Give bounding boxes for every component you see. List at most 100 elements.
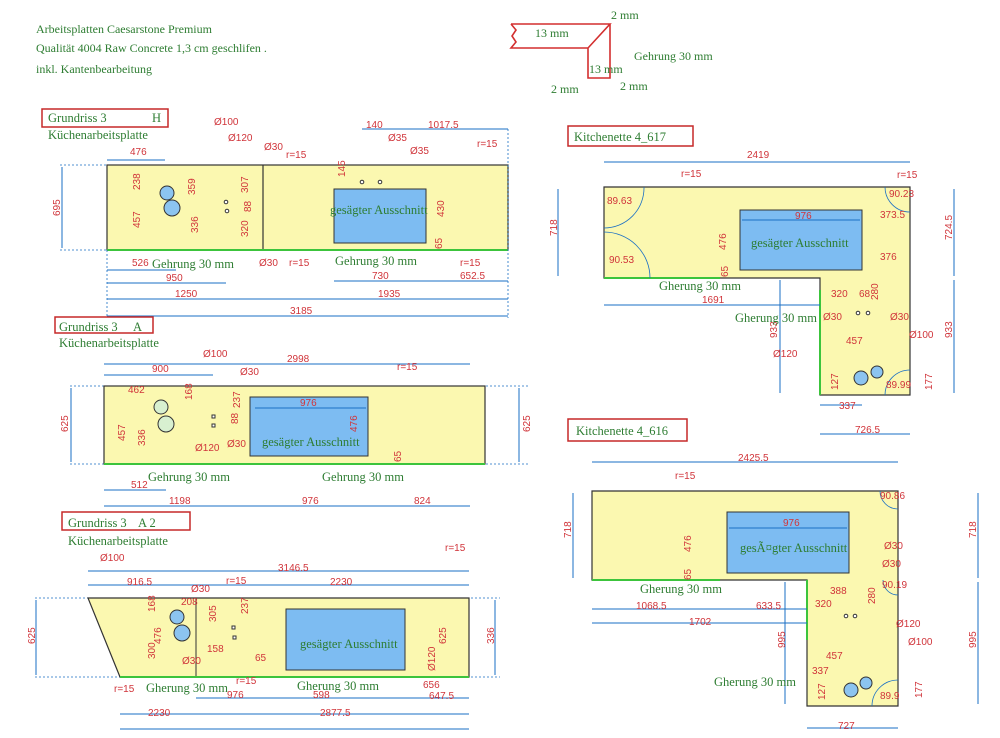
dimension-label: Ø120 xyxy=(195,443,220,454)
dimension-label: 430 xyxy=(436,200,447,217)
text-label: 2 mm xyxy=(611,8,639,22)
dimension-label: 1068.5 xyxy=(636,601,667,612)
dimension-label: 625 xyxy=(27,627,38,644)
panel-title: Grundriss 3 xyxy=(48,111,107,125)
dimension-label: 90.23 xyxy=(889,189,914,200)
dimension-label: 598 xyxy=(313,690,330,701)
dimension-label: 359 xyxy=(187,178,198,195)
dimension-label: 647.5 xyxy=(429,691,454,702)
dimension-label: Ø30 xyxy=(882,559,901,570)
dimension-label: Ø120 xyxy=(228,133,253,144)
dimension-label: 89.9 xyxy=(880,691,900,702)
dimension-label: Ø35 xyxy=(410,146,429,157)
dimension-label: 633.5 xyxy=(756,601,781,612)
dimension-label: 168 xyxy=(147,595,158,612)
dimension-label: 2877.5 xyxy=(320,708,351,719)
dimension-label: Ø30 xyxy=(227,439,246,450)
text-label: Gherung 30 mm xyxy=(146,681,228,695)
dimension-label: 995 xyxy=(777,631,788,648)
text-label: gesägter Ausschnitt xyxy=(262,435,360,449)
text-label: gesägter Ausschnitt xyxy=(330,203,428,217)
dimension-label: 89.63 xyxy=(607,196,632,207)
dimension-label: r=15 xyxy=(397,362,418,373)
dimension-label: 727 xyxy=(838,721,855,732)
dimension-label: r=15 xyxy=(675,471,696,482)
text-label: 13 mm xyxy=(535,26,569,40)
panel-kitchenette-616 xyxy=(567,418,979,729)
dimension-label: 388 xyxy=(830,586,847,597)
dimension-label: 1250 xyxy=(175,289,198,300)
dimension-label: 656 xyxy=(423,680,440,691)
text-label: Qualität 4004 Raw Concrete 1,3 cm geschl… xyxy=(36,41,267,55)
dimension-label: 300 xyxy=(147,642,158,659)
text-label: Gherung 30 mm xyxy=(714,675,796,689)
dimension-label: 2230 xyxy=(148,708,171,719)
dimension-label: 88 xyxy=(243,200,254,212)
dimension-label: 976 xyxy=(227,690,244,701)
dimension-label: Ø30 xyxy=(264,142,283,153)
title-box xyxy=(567,125,694,147)
dimension-label: 950 xyxy=(166,273,183,284)
text-label: H xyxy=(152,111,161,125)
dimension-label: 208 xyxy=(181,597,198,608)
text-label: Gehrung 30 mm xyxy=(152,257,234,271)
text-label: 2 mm xyxy=(620,79,648,93)
dimension-label: 90.19 xyxy=(882,580,907,591)
dimension-label: 457 xyxy=(826,651,843,662)
dimension-label: 976 xyxy=(783,518,800,529)
dimension-label: 933 xyxy=(944,321,955,338)
dimension-label: Ø100 xyxy=(909,330,934,341)
dimension-label: 237 xyxy=(240,597,251,614)
dimension-label: r=15 xyxy=(460,258,481,269)
dimension-label: 320 xyxy=(831,289,848,300)
panel-grundriss-a xyxy=(54,316,530,507)
text-label: Gehrung 30 mm xyxy=(335,254,417,268)
title-box xyxy=(54,316,154,334)
dimension-label: 337 xyxy=(839,401,856,412)
countertop-slab xyxy=(87,597,470,678)
dimension-label: 89.99 xyxy=(886,380,911,391)
panel-title: Grundriss 3 xyxy=(68,516,127,530)
dimension-label: r=15 xyxy=(226,576,247,587)
text-label: inkl. Kantenbearbeitung xyxy=(36,62,152,76)
dimension-label: 88 xyxy=(230,412,241,424)
text-label: gesägter Ausschnitt xyxy=(751,236,849,250)
dimension-label: Ø100 xyxy=(203,349,228,360)
hole-100 xyxy=(859,676,873,690)
dimension-label: Ø100 xyxy=(214,117,239,128)
title-box xyxy=(61,511,191,531)
dimension-label: r=15 xyxy=(236,676,257,687)
dimension-label: 900 xyxy=(152,364,169,375)
dimension-label: 3185 xyxy=(290,306,313,317)
text-label: A xyxy=(133,320,142,334)
panel-title: Kitchenette 4_616 xyxy=(576,424,668,438)
dimension-label: 280 xyxy=(867,587,878,604)
dimension-label: 140 xyxy=(366,120,383,131)
dimension-label: Ø100 xyxy=(908,637,933,648)
panel-title: Kitchenette 4_617 xyxy=(574,130,666,144)
hole-120 xyxy=(173,624,191,642)
dimension-label: r=15 xyxy=(286,150,307,161)
dimension-label: 65 xyxy=(255,653,267,664)
dimension-label: 476 xyxy=(683,535,694,552)
dimension-label: Ø35 xyxy=(388,133,407,144)
hole-100 xyxy=(159,185,175,201)
dimension-label: 177 xyxy=(924,373,935,390)
dimension-label: 177 xyxy=(914,681,925,698)
dimension-label: 476 xyxy=(718,233,729,250)
sink-cutout xyxy=(726,511,850,574)
dimension-label: Ø30 xyxy=(884,541,903,552)
dimension-label: 457 xyxy=(846,336,863,347)
dimension-label: r=15 xyxy=(114,684,135,695)
text-label: Arbeitsplatten Caesarstone Premium xyxy=(36,22,213,36)
dimension-label: 280 xyxy=(870,283,881,300)
dimension-label: 1691 xyxy=(702,295,725,306)
panel-title: Grundriss 3 xyxy=(59,320,118,334)
dimension-label: 2998 xyxy=(287,354,310,365)
hole-100 xyxy=(870,365,884,379)
dimension-label: 916.5 xyxy=(127,577,152,588)
dimension-label: Ø30 xyxy=(191,584,210,595)
dimension-label: 457 xyxy=(132,211,143,228)
dimension-label: 476 xyxy=(349,415,360,432)
dimension-label: 1198 xyxy=(169,496,191,507)
